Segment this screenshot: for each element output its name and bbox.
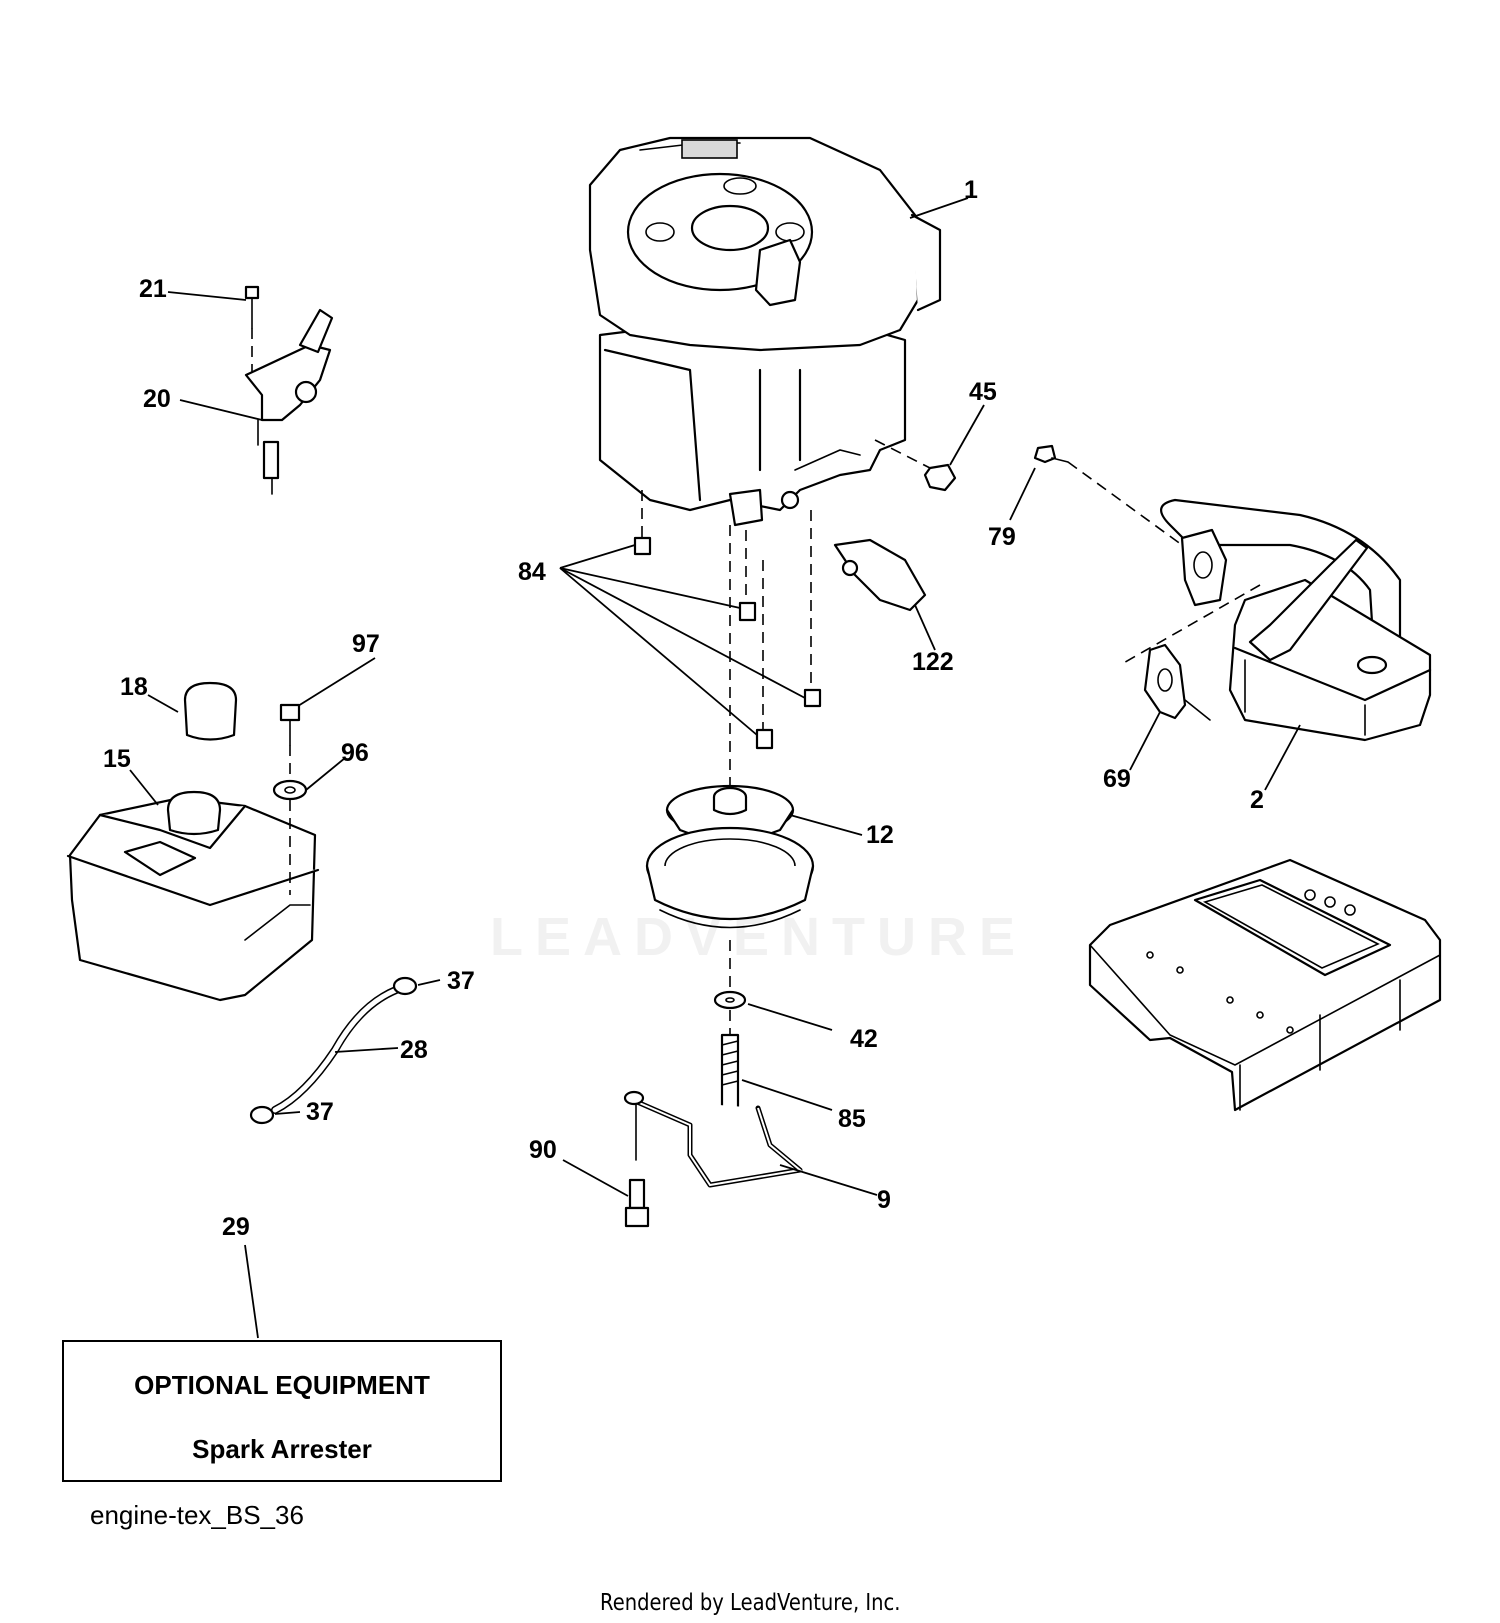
drawing-code: engine-tex_BS_36 <box>90 1500 304 1530</box>
fuel-tank <box>66 681 320 1002</box>
fuel-line <box>249 976 418 1125</box>
callout-21: 21 <box>139 275 167 303</box>
fasteners-tank <box>272 703 308 895</box>
callout-97: 97 <box>352 630 380 658</box>
nut-45 <box>874 439 957 492</box>
bolt-90 <box>624 1178 650 1228</box>
throttle-control <box>244 285 334 495</box>
callout-122: 122 <box>912 648 954 676</box>
engine-mount-plate <box>1088 858 1442 1112</box>
optional-equipment-box: OPTIONAL EQUIPMENT Spark Arrester <box>62 1340 502 1482</box>
callout-12: 12 <box>866 821 894 849</box>
callout-2: 2 <box>1250 786 1264 814</box>
note-subtitle: Spark Arrester <box>192 1434 372 1464</box>
callout-69: 69 <box>1103 765 1131 793</box>
callout-37-top: 37 <box>447 967 475 995</box>
callout-84: 84 <box>518 558 546 586</box>
muffler <box>1033 444 1432 742</box>
render-credit: Rendered by LeadVenture, Inc. <box>600 1590 901 1616</box>
callout-20: 20 <box>143 385 171 413</box>
rod-9 <box>623 1090 803 1188</box>
callout-42: 42 <box>850 1025 878 1053</box>
callout-1: 1 <box>964 176 978 204</box>
callout-45: 45 <box>969 378 997 406</box>
bolts-84 <box>633 490 822 750</box>
callout-18: 18 <box>120 673 148 701</box>
note-title: OPTIONAL EQUIPMENT <box>134 1370 430 1400</box>
callout-37-bottom: 37 <box>306 1098 334 1126</box>
engine <box>588 136 942 527</box>
leader-lines <box>129 197 1301 1339</box>
callout-28: 28 <box>400 1036 428 1064</box>
callout-15: 15 <box>103 745 131 773</box>
callout-96: 96 <box>341 739 369 767</box>
pulley-12 <box>645 525 815 990</box>
callout-85: 85 <box>838 1105 866 1133</box>
callout-29: 29 <box>222 1213 250 1241</box>
callout-9: 9 <box>877 1186 891 1214</box>
callout-79: 79 <box>988 523 1016 551</box>
bracket-122 <box>833 538 927 612</box>
callout-90: 90 <box>529 1136 557 1164</box>
